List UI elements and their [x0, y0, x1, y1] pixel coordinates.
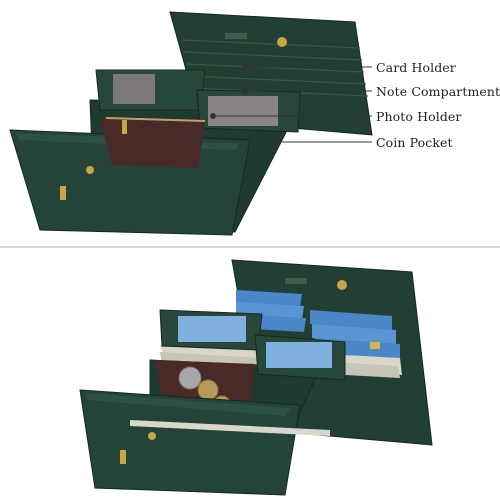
clasp-icon — [60, 186, 66, 200]
coin-icon — [197, 379, 219, 401]
section-divider — [0, 246, 500, 248]
wallet-filled-photo — [0, 250, 500, 500]
label-card-holder: Card Holder — [376, 60, 456, 75]
snap-stud-icon-2 — [148, 432, 156, 440]
snap-button-icon-2 — [337, 280, 347, 290]
zipper-pull-icon — [122, 120, 127, 134]
coin-icon — [178, 366, 202, 390]
wallet-open-annotated-photo: Card Holder Note Compartment Photo Holde… — [0, 0, 500, 245]
snap-stud-icon — [86, 166, 94, 174]
coin-pocket-lining — [100, 118, 205, 168]
label-photo-holder: Photo Holder — [376, 109, 462, 124]
label-note-compartment: Note Compartment — [376, 84, 500, 99]
logo-emboss — [225, 33, 247, 39]
clasp-icon-2 — [120, 450, 126, 464]
photo-window-right — [208, 96, 278, 126]
wallet-front-flap-filled — [79, 389, 301, 496]
label-coin-pocket: Coin Pocket — [376, 135, 453, 150]
snap-button-icon — [277, 37, 287, 47]
wallet-photo-bottom — [79, 259, 433, 496]
photo-window-left — [113, 74, 155, 104]
card-slot-lines — [181, 39, 369, 97]
wallet-photo-top — [9, 11, 373, 236]
card-in-window-left — [178, 316, 246, 342]
card-in-window-right — [266, 342, 332, 368]
